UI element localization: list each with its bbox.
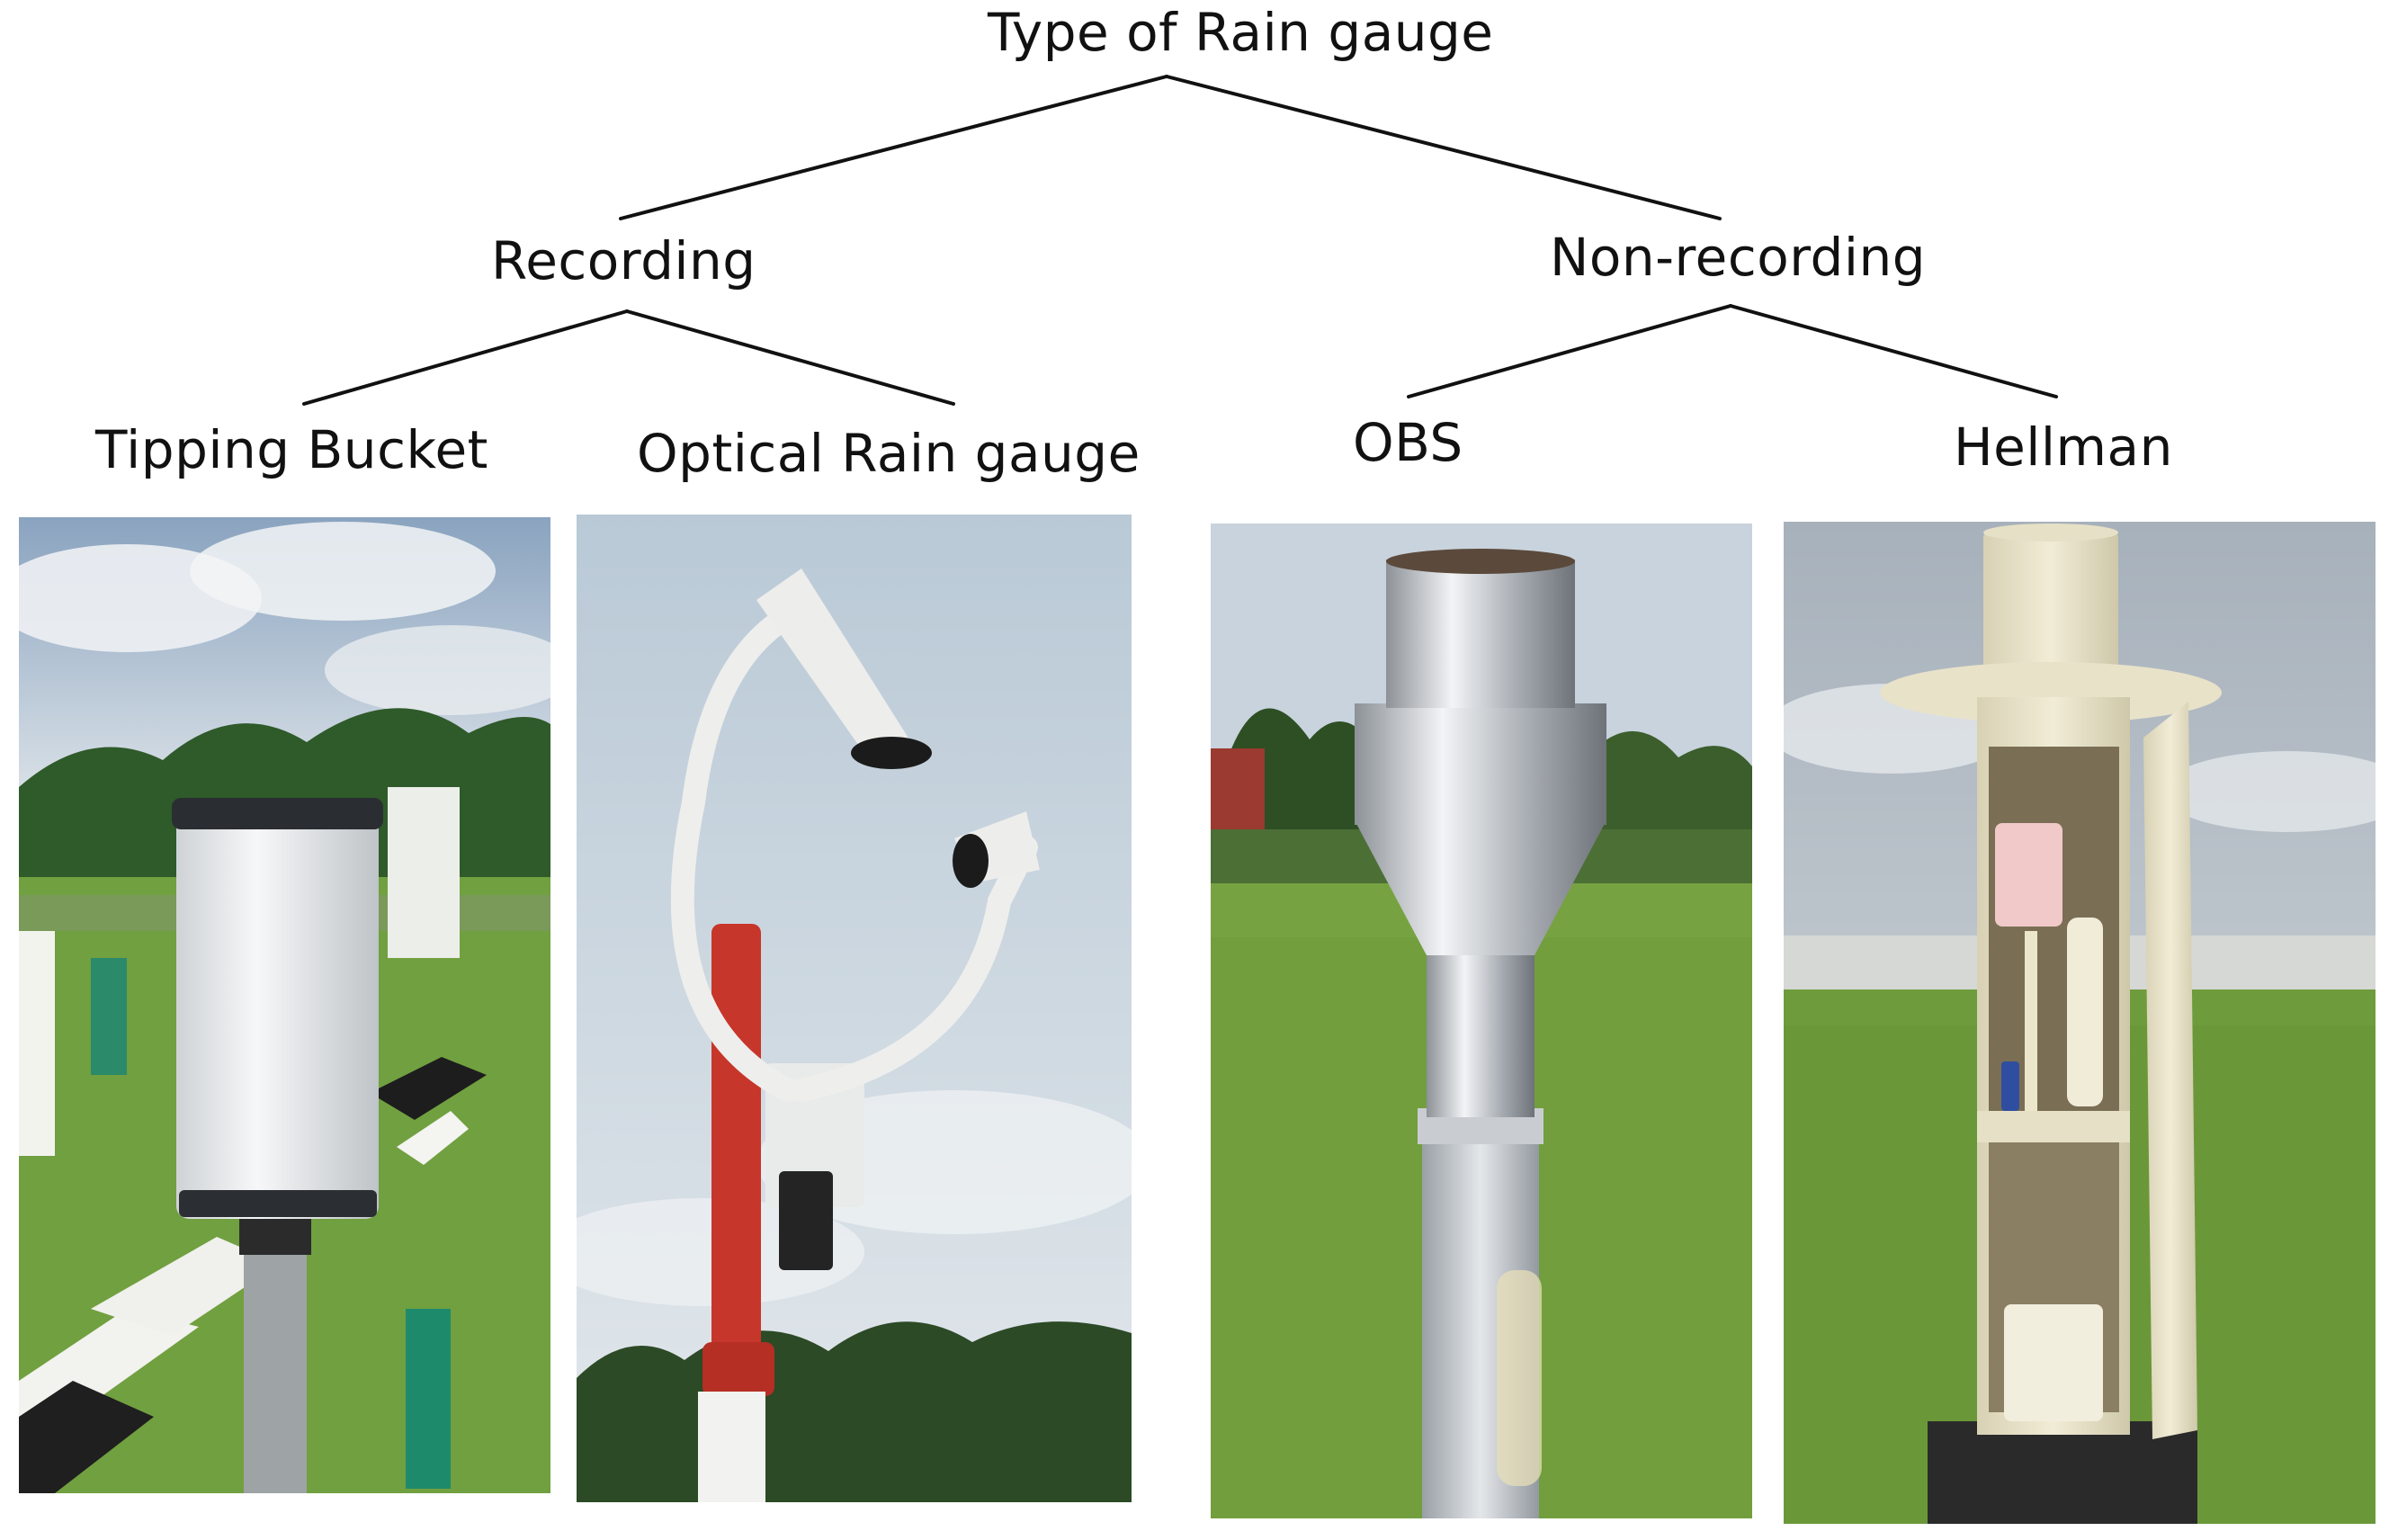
obs-photo (1211, 524, 1752, 1518)
root-node-label: Type of Rain gauge (988, 2, 1494, 63)
edge-root-recording (619, 75, 1168, 220)
optical-rain-gauge-photo (577, 515, 1132, 1502)
obs-label: OBS (1353, 412, 1463, 473)
tipping-bucket-photo (19, 517, 550, 1493)
hellman-label: Hellman (1954, 416, 2173, 478)
edge-root-nonrecording (1165, 75, 1722, 220)
tipping-bucket-label: Tipping Bucket (95, 419, 488, 480)
nonrecording-node-label: Non-recording (1550, 227, 1927, 288)
recording-node-label: Recording (491, 230, 756, 291)
optical-rain-gauge-label: Optical Rain gauge (637, 423, 1141, 484)
edge-recording-optical (625, 309, 955, 406)
hellman-photo (1784, 522, 2376, 1524)
edge-nonrecording-obs (1407, 304, 1732, 398)
edge-recording-tipping (302, 309, 629, 406)
edge-nonrecording-hellman (1729, 304, 2058, 398)
